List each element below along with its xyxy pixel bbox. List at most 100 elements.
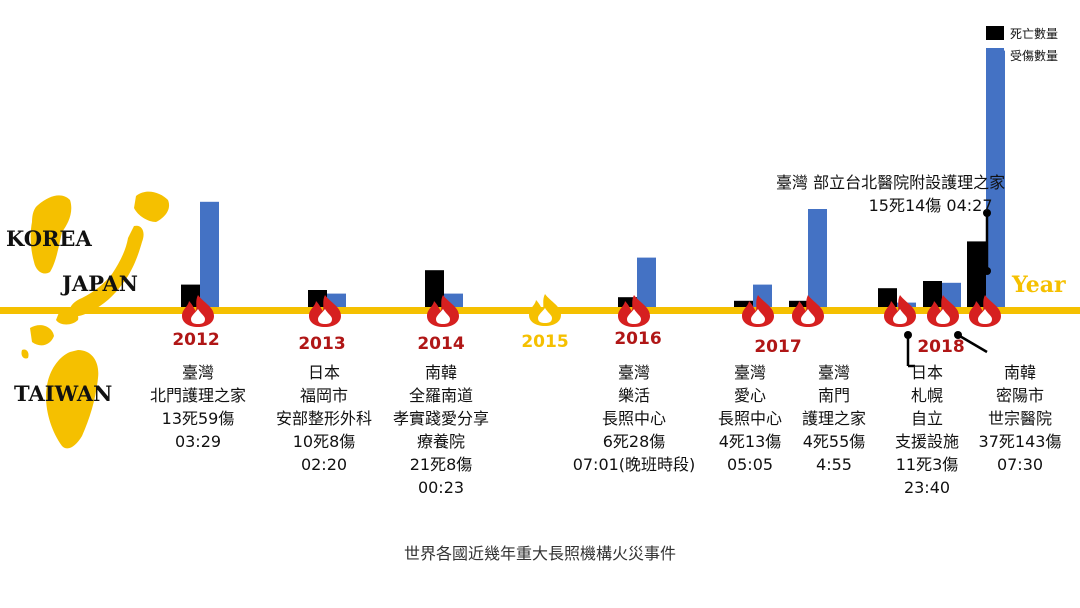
connector-japan-2018-dot (904, 331, 912, 339)
event-label-1: 日本福岡市安部整形外科 10死8傷 02:20 (276, 361, 372, 476)
event-label-5: 臺灣南門護理之家 4死55傷 4:55 (802, 361, 866, 476)
fire-icon-inner-5 (801, 309, 815, 324)
event-label-4: 臺灣愛心長照中心 4死13傷 05:05 (718, 361, 782, 476)
event-2-line-1: 全羅南道 (408, 386, 474, 405)
event-1-line-2: 安部整形外科 (275, 409, 373, 428)
fire-icon-inner-4 (751, 309, 765, 324)
event-6-line-5: 23:40 (903, 478, 951, 497)
event-4-line-3: 4死13傷 (718, 432, 782, 451)
event-0-line-1: 北門護理之家 (149, 386, 247, 405)
event-2-line-3: 療養院 (416, 432, 466, 451)
event-1-line-0: 日本 (307, 363, 341, 382)
country-taiwan: TAIWAN (14, 381, 113, 406)
year-label-2015: 2015 (521, 332, 569, 352)
event-5-line-2: 護理之家 (801, 409, 867, 428)
map-korea (30, 195, 72, 274)
connector-taipei-2018-bottom-dot (983, 267, 991, 275)
year-label-2016: 2016 (614, 329, 662, 349)
fire-icon-inner-6 (893, 309, 907, 324)
event-2-line-2: 孝實踐愛分享 (392, 409, 490, 428)
event-4-line-4: 05:05 (726, 455, 774, 474)
event-0-line-0: 臺灣 (181, 363, 215, 382)
event-5-line-0: 臺灣 (817, 363, 851, 382)
event-8-line-4: 07:30 (996, 455, 1044, 474)
legend-swatch-deaths (986, 26, 1004, 40)
country-korea: KOREA (6, 226, 92, 251)
event-5-line-1: 南門 (817, 386, 851, 405)
year-label-2017: 2017 (754, 337, 802, 357)
legend-item-injuries: 受傷數量 (986, 44, 1058, 66)
year-label-2012: 2012 (172, 330, 220, 350)
callout-line-2: 15死14傷 04:27 (868, 196, 993, 215)
event-4-line-0: 臺灣 (733, 363, 767, 382)
event-1-line-4: 02:20 (300, 455, 348, 474)
event-4-line-1: 愛心 (733, 386, 767, 405)
event-label-0: 臺灣北門護理之家 13死59傷 03:29 (150, 361, 246, 453)
bar-deaths-4 (734, 300, 753, 308)
bar-deaths-0 (181, 284, 200, 308)
fire-icon-inner-2 (436, 309, 450, 324)
event-8-line-2: 世宗醫院 (987, 409, 1052, 428)
event-label-6: 日本札幌自立支援設施 11死3傷 23:40 (895, 361, 959, 499)
event-8-line-1: 密陽市 (995, 386, 1044, 405)
fire-icon-2015-inner (538, 308, 552, 323)
legend: 死亡數量 受傷數量 (986, 22, 1058, 66)
event-0-line-3: 03:29 (174, 432, 222, 451)
year-label-2013: 2013 (298, 334, 346, 354)
event-6-line-3: 支援設施 (894, 432, 960, 451)
event-label-2: 南韓全羅南道孝實踐愛分享療養院 21死8傷 00:23 (393, 361, 489, 499)
bar-deaths-8 (967, 241, 986, 308)
event-3-line-2: 長照中心 (601, 409, 667, 428)
event-3-line-0: 臺灣 (617, 363, 651, 382)
fire-icon-inner-1 (318, 309, 332, 324)
bar-deaths-2 (425, 270, 444, 308)
event-6-line-0: 日本 (910, 363, 944, 382)
year-label-2018: 2018 (917, 337, 965, 357)
axis-label-year: Year (1012, 272, 1066, 298)
event-3-line-4: 07:01(晚班時段) (572, 455, 696, 474)
callout-taipei: 臺灣 部立台北醫院附設護理之家 15死14傷 04:27 (776, 171, 1005, 217)
connector-korea-2018-dot (954, 331, 962, 339)
event-5-line-3: 4死55傷 (802, 432, 866, 451)
year-label-2014: 2014 (417, 334, 465, 354)
event-2-line-5: 00:23 (417, 478, 465, 497)
event-0-line-2: 13死59傷 (161, 409, 235, 428)
event-5-line-4: 4:55 (816, 455, 852, 474)
event-label-8: 南韓密陽市世宗醫院 37死143傷 07:30 (979, 361, 1062, 476)
fire-markers-group (182, 294, 1001, 327)
fire-icon-inner-3 (627, 309, 641, 324)
callout-line-1: 臺灣 部立台北醫院附設護理之家 (776, 173, 1006, 192)
bar-deaths-3 (618, 297, 637, 308)
connector-korea-2018 (957, 333, 988, 354)
event-1-line-1: 福岡市 (299, 386, 349, 405)
event-2-line-4: 21死8傷 (409, 455, 473, 474)
fire-icon-inner-7 (936, 309, 950, 324)
connectors-group (904, 209, 991, 368)
event-6-line-1: 札幌 (910, 386, 944, 405)
legend-swatch-injuries (986, 48, 1004, 62)
bar-deaths-1 (308, 290, 327, 308)
event-8-line-0: 南韓 (1003, 363, 1036, 382)
legend-label-injuries: 受傷數量 (1010, 48, 1059, 63)
bar-injuries-0 (200, 201, 219, 308)
bar-injuries-3 (637, 257, 656, 308)
event-4-line-2: 長照中心 (717, 409, 783, 428)
event-2-line-0: 南韓 (424, 363, 458, 382)
legend-label-deaths: 死亡數量 (1010, 26, 1059, 41)
fire-icon-inner-8 (978, 309, 992, 324)
event-6-line-4: 11死3傷 (895, 455, 959, 474)
legend-item-deaths: 死亡數量 (986, 22, 1058, 44)
fire-icon-inner-0 (191, 309, 205, 324)
connector-taipei-2018-top-dot (983, 209, 991, 217)
bar-deaths-7 (923, 281, 942, 308)
bar-injuries-8 (986, 50, 1005, 308)
chart-caption: 世界各國近幾年重大長照機構火災事件 (403, 544, 676, 563)
event-3-line-3: 6死28傷 (602, 432, 666, 451)
event-6-line-2: 自立 (910, 409, 944, 428)
bar-injuries-5 (808, 209, 827, 308)
event-8-line-3: 37死143傷 (978, 432, 1062, 451)
event-1-line-3: 10死8傷 (292, 432, 356, 451)
